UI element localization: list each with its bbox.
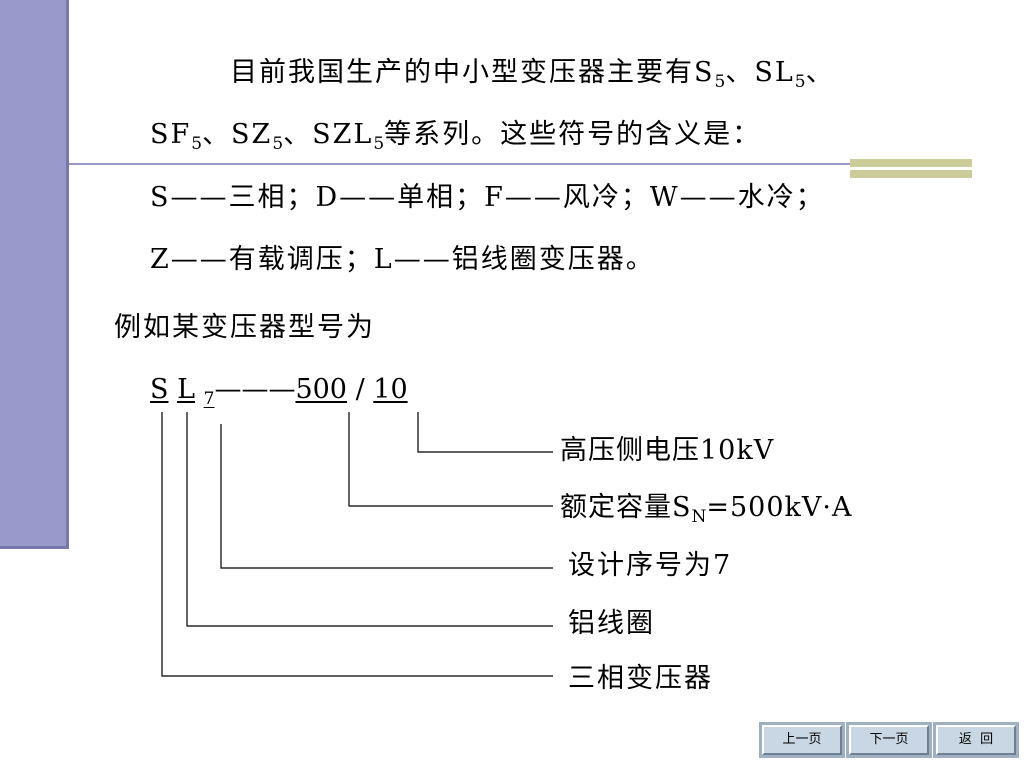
intro-line-3: S——三相；D——单相；F——风冷；W——水冷； [150,182,825,213]
intro-line-1: 目前我国生产的中小型变压器主要有S5、SL5、 [230,57,835,92]
label-rated-capacity: 额定容量SN=500kV·A [560,492,853,527]
leader-hv [417,412,553,453]
model-dash: ——— [214,374,296,405]
label-design-number: 设计序号为7 [568,550,733,581]
label-aluminum-winding: 铝线圈 [568,608,655,639]
intro-line-2: SF5、SZ5、SZL5等系列。这些符号的含义是： [150,119,762,154]
model-slash: / [347,374,374,405]
leader-aluminum [186,412,553,627]
label-three-phase: 三相变压器 [568,663,713,694]
model-code-s: S [150,374,169,405]
model-code-7: 7 [203,389,215,409]
header-divider-line [69,163,972,165]
intro-line-4: Z——有载调压；L——铝线圈变压器。 [150,244,655,275]
model-code-l: L [177,374,196,405]
left-decor-bar [0,0,66,546]
back-button[interactable]: 返 回 [936,725,1016,755]
leader-three-phase [161,412,553,677]
model-code-500: 500 [295,374,347,405]
example-heading: 例如某变压器型号为 [114,312,375,343]
model-code-10: 10 [373,374,408,405]
accent-stripe-1 [850,159,972,167]
accent-stripe-2 [850,170,972,178]
prev-page-button[interactable]: 上一页 [762,725,842,755]
left-decor-bar-bottom [0,546,69,549]
left-decor-bar-edge [66,0,69,549]
leader-design [220,424,553,569]
leader-rated [348,412,553,507]
next-page-button[interactable]: 下一页 [849,725,929,755]
model-designation: S L 7———500 / 10 [150,372,408,417]
label-hv-voltage: 高压侧电压10kV [560,435,775,466]
